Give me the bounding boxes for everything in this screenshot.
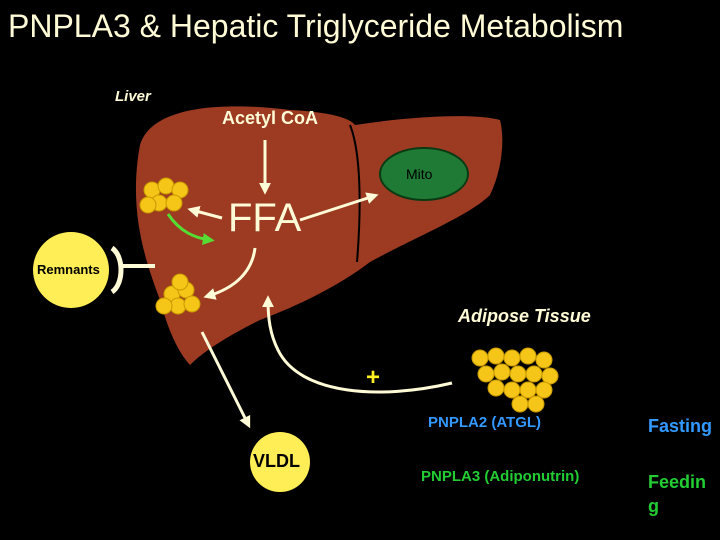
plus-sign: + bbox=[366, 364, 381, 391]
feeding-label-line1: Feedin bbox=[648, 472, 707, 492]
slide-title: PNPLA3 & Hepatic Triglyceride Metabolism bbox=[8, 8, 624, 44]
adipose-droplets bbox=[471, 347, 559, 413]
fasting-label: Fasting bbox=[648, 416, 713, 436]
pnpla2-label: PNPLA2 (ATGL) bbox=[428, 414, 542, 431]
ffa-label: FFA bbox=[228, 196, 302, 240]
arrow-ffa-to-droplets bbox=[187, 206, 223, 220]
liver-lobe-divider bbox=[349, 124, 361, 263]
receptor-bracket bbox=[110, 245, 124, 295]
arrow-ffa-to-lower-droplets bbox=[203, 247, 257, 300]
arrow-ffa-to-mito bbox=[299, 192, 379, 222]
mito-label: Mito bbox=[406, 166, 433, 182]
liver-label: Liver bbox=[115, 88, 151, 105]
acetyl-coa-label: Acetyl CoA bbox=[222, 108, 319, 128]
vldl-label: VLDL bbox=[253, 451, 300, 471]
remnants-label: Remnants bbox=[37, 262, 100, 277]
arrow-adipose-to-ffa bbox=[262, 295, 453, 394]
green-arrow-droplets-to-ffa bbox=[166, 213, 215, 245]
arrow-to-vldl bbox=[200, 331, 251, 429]
pnpla3-label: PNPLA3 (Adiponutrin) bbox=[421, 468, 580, 485]
remnants-circle bbox=[33, 232, 109, 308]
adipose-tissue-label: Adipose Tissue bbox=[458, 306, 591, 326]
feeding-label-line2: g bbox=[648, 496, 659, 516]
mito-organelle bbox=[379, 147, 469, 201]
vldl-circle bbox=[250, 432, 310, 492]
